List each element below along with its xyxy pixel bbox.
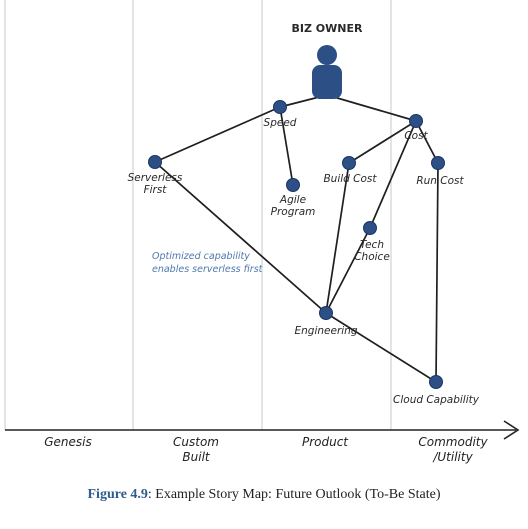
caption-text: : Example Story Map: Future Outlook (To-…	[147, 487, 441, 502]
stage-label-3: Commodity/Utility	[418, 435, 488, 464]
biz-owner-icon	[312, 45, 342, 99]
figure-number: Figure 4.9	[87, 487, 148, 502]
label-eng: Engineering	[295, 325, 358, 337]
link-speed-agile	[279, 106, 294, 186]
label-run: Run Cost	[416, 175, 464, 187]
label-biz: BIZ OWNER	[292, 22, 363, 35]
link-tech-eng	[325, 227, 371, 314]
node-run	[431, 156, 445, 170]
link-build-eng	[325, 162, 350, 314]
label-cloud: Cloud Capability	[393, 394, 480, 406]
node-cost	[409, 114, 423, 128]
node-tech	[363, 221, 377, 235]
label-cost: Cost	[404, 130, 428, 142]
node-eng	[319, 306, 333, 320]
link-eng-cloud	[325, 312, 437, 383]
stage-label-2: Product	[302, 435, 349, 449]
node-serverless	[148, 155, 162, 169]
axis-arrowhead-icon	[503, 420, 520, 440]
link-cost-run	[415, 120, 439, 164]
node-speed	[273, 100, 287, 114]
dependency-links	[154, 94, 439, 383]
link-speed-serverless	[154, 106, 281, 163]
link-serverless-eng	[154, 161, 327, 314]
node-cloud	[429, 375, 443, 389]
component-nodes	[148, 100, 445, 389]
node-agile	[286, 178, 300, 192]
node-build	[342, 156, 356, 170]
stage-label-0: Genesis	[44, 435, 92, 449]
label-build: Build Cost	[323, 173, 377, 185]
link-biz-cost	[326, 94, 417, 122]
link-run-cloud	[435, 162, 439, 383]
link-cost-tech	[369, 120, 417, 229]
label-speed: Speed	[264, 117, 297, 129]
figure-caption: Figure 4.9: Example Story Map: Future Ou…	[0, 487, 528, 503]
link-cost-build	[348, 120, 417, 164]
